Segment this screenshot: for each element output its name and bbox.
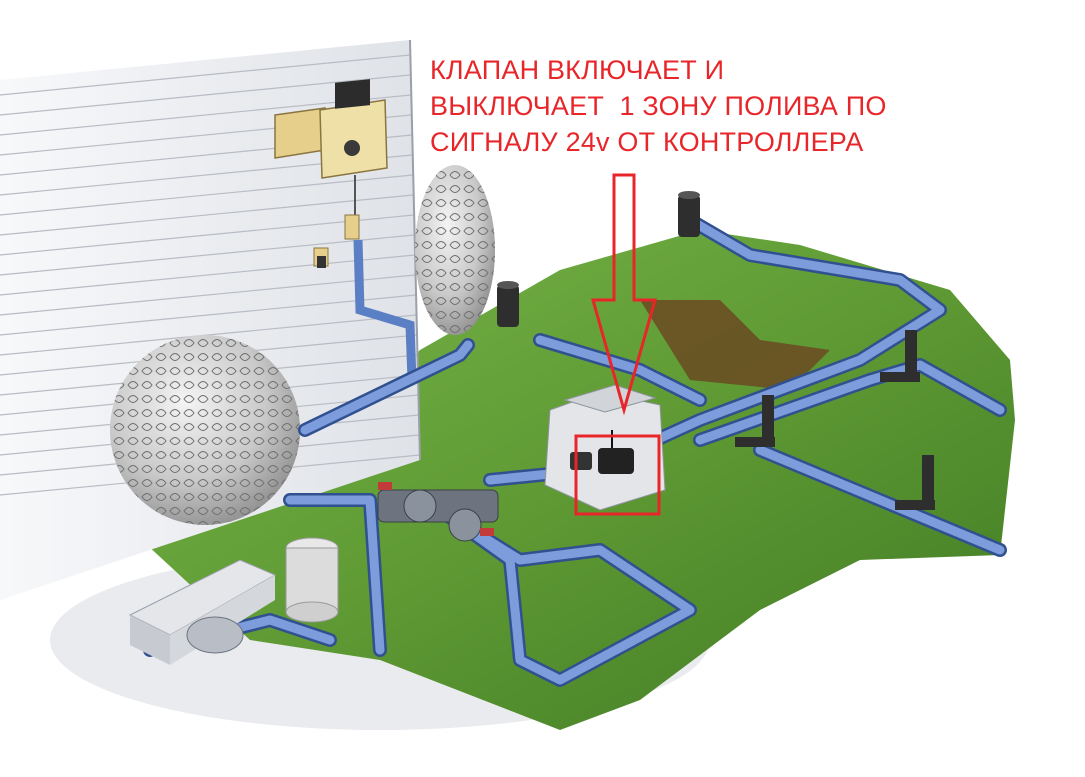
annotation-line: КЛАПАН ВКЛЮЧАЕТ И (430, 55, 725, 85)
water-meter-box (128, 559, 277, 665)
valve-box-cylinder (285, 537, 339, 623)
shrub-right (415, 165, 495, 335)
sprinkler-head (895, 455, 935, 510)
shrub-left (110, 335, 300, 525)
sprinkler-head (678, 191, 700, 237)
trench (640, 300, 830, 390)
house-wall (0, 39, 421, 600)
highlight-box-icon (574, 434, 661, 516)
wire-conduit (353, 239, 417, 381)
backflow-preventer (377, 482, 499, 542)
sprinkler-head (880, 330, 920, 382)
annotation-line: СИГНАЛУ 24v ОТ КОНТРОЛЛЕРА (430, 127, 864, 157)
annotation-line: ВЫКЛЮЧАЕТ 1 ЗОНУ ПОЛИВА ПО (430, 91, 887, 121)
annotation-text: КЛАПАН ВКЛЮЧАЕТ И ВЫКЛЮЧАЕТ 1 ЗОНУ ПОЛИВ… (430, 52, 1030, 160)
sprinkler-head (497, 281, 519, 327)
irrigation-controller (274, 79, 388, 268)
arrow-down-icon (591, 173, 657, 416)
sprinkler-head (735, 395, 775, 447)
